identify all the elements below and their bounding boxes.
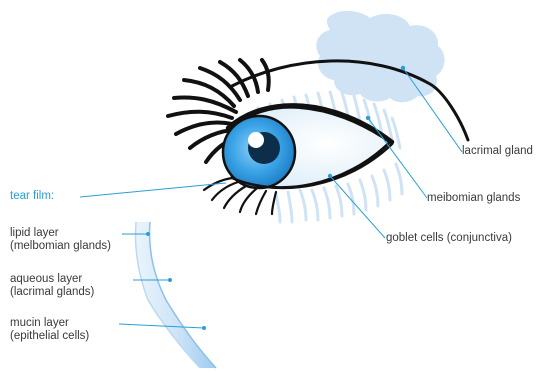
label-tear-film: tear film:	[10, 190, 54, 203]
label-goblet-cells: goblet cells (conjunctiva)	[386, 232, 512, 245]
label-meibomian-glands: meibomian glands	[427, 192, 520, 205]
label-lipid-layer-source: (melbomian glands)	[10, 240, 111, 253]
label-aqueous-layer-source: (lacrimal glands)	[10, 286, 94, 299]
label-lipid-layer: lipid layer	[10, 227, 59, 240]
label-mucin-layer: mucin layer	[10, 317, 69, 330]
label-aqueous-layer: aqueous layer	[10, 273, 82, 286]
tear-film-layers	[136, 222, 217, 368]
label-mucin-layer-source: (epithelial cells)	[10, 330, 89, 343]
label-lacrimal-gland: lacrimal gland	[462, 145, 533, 158]
iris	[223, 116, 295, 188]
